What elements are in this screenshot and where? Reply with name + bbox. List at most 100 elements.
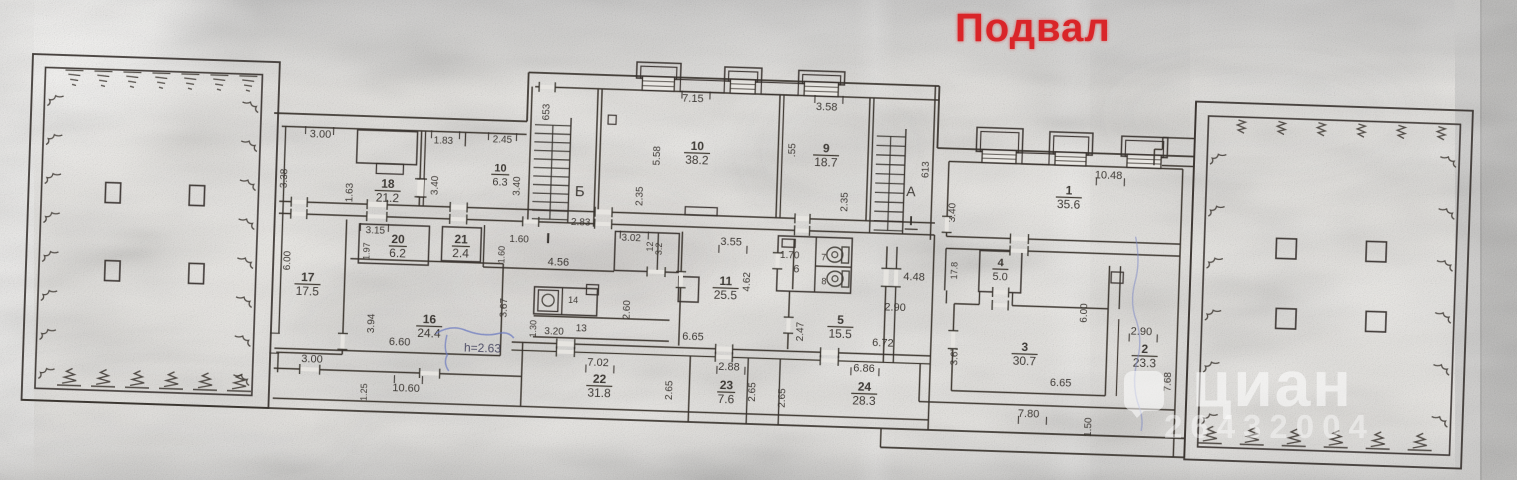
svg-text:4.48: 4.48 bbox=[903, 271, 925, 284]
svg-text:16: 16 bbox=[423, 312, 437, 326]
svg-text:3.15: 3.15 bbox=[365, 225, 385, 237]
svg-text:10: 10 bbox=[494, 162, 507, 174]
svg-text:3.00: 3.00 bbox=[301, 353, 323, 366]
svg-text:2.65: 2.65 bbox=[747, 382, 759, 402]
svg-text:6.72: 6.72 bbox=[872, 337, 894, 350]
svg-text:I: I bbox=[909, 213, 913, 228]
svg-text:3.00: 3.00 bbox=[310, 128, 332, 141]
svg-text:7.68: 7.68 bbox=[1162, 371, 1174, 391]
svg-text:Подвал: Подвал bbox=[955, 6, 1111, 50]
svg-text:2.35: 2.35 bbox=[839, 192, 851, 212]
svg-text:1.30: 1.30 bbox=[528, 320, 539, 338]
svg-text:Подвал: Подвал bbox=[955, 6, 1111, 50]
svg-text:17.5: 17.5 bbox=[295, 284, 319, 299]
svg-text:6.60: 6.60 bbox=[389, 336, 411, 349]
svg-text:31.8: 31.8 bbox=[587, 386, 611, 401]
svg-text:21: 21 bbox=[454, 232, 468, 246]
svg-text:11: 11 bbox=[719, 274, 732, 288]
svg-text:2.35: 2.35 bbox=[634, 186, 646, 206]
svg-text:21.2: 21.2 bbox=[376, 190, 400, 205]
svg-text:18.7: 18.7 bbox=[814, 155, 838, 170]
svg-text:3.40: 3.40 bbox=[947, 202, 959, 222]
svg-text:Б: Б bbox=[575, 183, 586, 200]
svg-text:23.3: 23.3 bbox=[1132, 356, 1156, 371]
svg-text:3.40: 3.40 bbox=[512, 176, 524, 196]
svg-text:2.88: 2.88 bbox=[718, 361, 740, 374]
svg-text:3.67: 3.67 bbox=[949, 345, 961, 365]
svg-text:2.47: 2.47 bbox=[795, 321, 807, 341]
svg-text:24.4: 24.4 bbox=[417, 326, 441, 341]
svg-text:2: 2 bbox=[1141, 342, 1148, 356]
svg-text:3.67: 3.67 bbox=[499, 297, 511, 317]
svg-text:6.65: 6.65 bbox=[1050, 377, 1072, 390]
svg-text:18: 18 bbox=[381, 177, 395, 191]
svg-text:30.7: 30.7 bbox=[1012, 354, 1036, 369]
svg-text:24: 24 bbox=[858, 380, 872, 394]
svg-text:7.15: 7.15 bbox=[682, 93, 704, 106]
svg-text:2.90: 2.90 bbox=[884, 301, 906, 314]
svg-text:5.0: 5.0 bbox=[992, 271, 1008, 284]
svg-text:7: 7 bbox=[821, 252, 826, 262]
svg-text:28.3: 28.3 bbox=[852, 393, 876, 408]
svg-text:6.65: 6.65 bbox=[682, 331, 704, 344]
svg-text:h=2.63: h=2.63 bbox=[464, 340, 502, 355]
svg-text:3.55: 3.55 bbox=[720, 236, 742, 249]
svg-text:12: 12 bbox=[645, 241, 655, 251]
svg-text:3.02: 3.02 bbox=[621, 233, 641, 245]
svg-text:А: А bbox=[906, 183, 917, 199]
svg-text:38.2: 38.2 bbox=[685, 153, 709, 168]
svg-text:17: 17 bbox=[301, 270, 315, 284]
svg-text:4: 4 bbox=[997, 257, 1004, 269]
svg-text:3.38: 3.38 bbox=[279, 168, 291, 188]
svg-text:циан: циан bbox=[1192, 348, 1353, 420]
svg-text:.55: .55 bbox=[787, 143, 798, 158]
svg-text:6.86: 6.86 bbox=[853, 362, 875, 375]
svg-text:14: 14 bbox=[568, 295, 578, 305]
svg-text:2.90: 2.90 bbox=[1130, 326, 1152, 339]
svg-text:1.60: 1.60 bbox=[496, 246, 507, 264]
svg-text:I: I bbox=[546, 230, 551, 247]
svg-text:1.97: 1.97 bbox=[361, 242, 372, 260]
svg-text:1: 1 bbox=[1065, 183, 1072, 197]
svg-text:2.65: 2.65 bbox=[664, 380, 676, 400]
svg-text:1.50: 1.50 bbox=[1083, 417, 1095, 437]
svg-text:613: 613 bbox=[920, 161, 932, 178]
svg-text:2.4: 2.4 bbox=[452, 246, 469, 261]
svg-text:2.65: 2.65 bbox=[777, 388, 789, 408]
svg-text:3.58: 3.58 bbox=[816, 101, 838, 114]
svg-text:25.5: 25.5 bbox=[713, 288, 737, 303]
svg-text:15.5: 15.5 bbox=[828, 327, 852, 342]
svg-text:1.60: 1.60 bbox=[509, 234, 529, 246]
svg-text:653: 653 bbox=[541, 103, 553, 120]
svg-text:8: 8 bbox=[821, 276, 826, 286]
svg-text:17.8: 17.8 bbox=[949, 262, 960, 280]
svg-text:7.6: 7.6 bbox=[717, 392, 734, 407]
svg-text:1.25: 1.25 bbox=[359, 383, 370, 401]
svg-text:13: 13 bbox=[575, 323, 587, 334]
svg-text:6: 6 bbox=[793, 263, 800, 275]
svg-text:3.94: 3.94 bbox=[366, 313, 378, 333]
svg-text:10.60: 10.60 bbox=[392, 382, 420, 395]
svg-text:23: 23 bbox=[719, 378, 733, 392]
svg-text:6.2: 6.2 bbox=[389, 246, 406, 261]
svg-text:4.56: 4.56 bbox=[547, 256, 569, 269]
svg-text:5: 5 bbox=[837, 313, 844, 327]
svg-text:1.70: 1.70 bbox=[780, 250, 800, 262]
svg-text:4.62: 4.62 bbox=[742, 271, 754, 291]
svg-text:6.00: 6.00 bbox=[1079, 303, 1091, 323]
svg-text:3.2: 3.2 bbox=[654, 242, 664, 255]
svg-text:6.00: 6.00 bbox=[282, 250, 294, 270]
svg-text:35.6: 35.6 bbox=[1057, 197, 1081, 212]
svg-text:22: 22 bbox=[593, 372, 607, 386]
svg-text:7.80: 7.80 bbox=[1018, 408, 1040, 421]
svg-text:5.58: 5.58 bbox=[652, 145, 664, 165]
svg-text:3.20: 3.20 bbox=[544, 326, 564, 338]
svg-text:1.63: 1.63 bbox=[344, 182, 356, 202]
svg-text:3: 3 bbox=[1021, 340, 1028, 354]
svg-text:20: 20 bbox=[391, 232, 405, 246]
svg-text:2.60: 2.60 bbox=[622, 300, 634, 320]
svg-text:9: 9 bbox=[823, 141, 830, 155]
svg-text:10: 10 bbox=[690, 139, 704, 153]
svg-text:6.3: 6.3 bbox=[492, 176, 508, 189]
svg-text:10.48: 10.48 bbox=[1095, 169, 1123, 182]
